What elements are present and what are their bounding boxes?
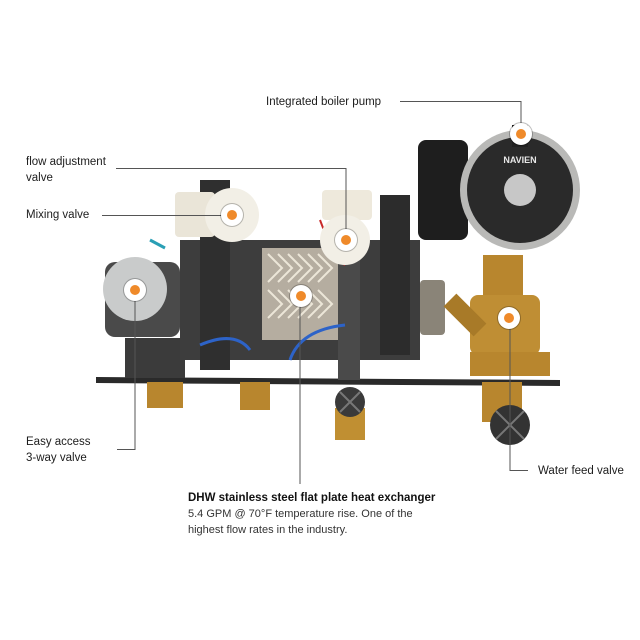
hotspot-flow-adjustment-valve[interactable] — [335, 229, 357, 251]
label-water-feed-valve: Water feed valve — [538, 465, 624, 477]
hotspot-boiler-pump[interactable] — [510, 123, 532, 145]
pump-brand-text: NAVIEN — [503, 155, 536, 165]
hotspot-heat-exchanger[interactable] — [290, 285, 312, 307]
label-flow-adjustment-valve: flow adjustment valve — [26, 154, 106, 186]
heat-exchanger-desc-line1: 5.4 GPM @ 70°F temperature rise. One of … — [188, 508, 413, 520]
hotspot-dot-icon — [227, 210, 237, 220]
hotspot-dot-icon — [296, 291, 306, 301]
label-line: Easy access — [26, 436, 91, 448]
label-line: flow adjustment — [26, 156, 106, 168]
hotspot-three-way-valve[interactable] — [124, 279, 146, 301]
label-line: 3-way valve — [26, 452, 87, 464]
heat-exchanger-title: DHW stainless steel flat plate heat exch… — [188, 492, 436, 504]
hotspot-dot-icon — [504, 313, 514, 323]
hotspot-dot-icon — [516, 129, 526, 139]
label-mixing-valve: Mixing valve — [26, 209, 90, 221]
label-three-way-valve: Easy access 3-way valve — [26, 434, 91, 466]
hotspot-water-feed-valve[interactable] — [498, 307, 520, 329]
hotspot-dot-icon — [130, 285, 140, 295]
heat-exchanger-desc-line2: highest flow rates in the industry. — [188, 524, 348, 536]
hotspot-mixing-valve[interactable] — [221, 204, 243, 226]
label-boiler-pump: Integrated boiler pump — [266, 96, 382, 108]
label-line: valve — [26, 172, 53, 184]
label-heat-exchanger: DHW stainless steel flat plate heat exch… — [188, 490, 435, 538]
hotspot-dot-icon — [341, 235, 351, 245]
